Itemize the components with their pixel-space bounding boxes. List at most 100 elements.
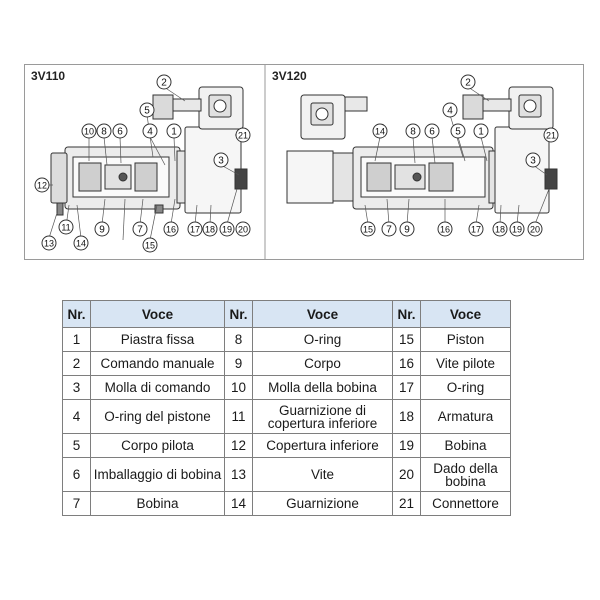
callout-21: 21 (235, 127, 251, 143)
callout-label: 4 (447, 106, 453, 117)
cell-item: Corpo pilota (90, 433, 225, 458)
cell-number: 20 (392, 457, 421, 492)
cell-number: 3 (62, 375, 91, 400)
callout-6: 6 (424, 123, 440, 139)
cell-number: 12 (224, 433, 253, 458)
callout-label: 14 (375, 127, 385, 137)
panel-title-3v120: 3V120 (272, 69, 307, 83)
cell-number: 9 (224, 351, 253, 376)
cell-number: 2 (62, 351, 91, 376)
cell-item: Comando manuale (90, 351, 225, 376)
callout-label: 20 (530, 225, 540, 235)
callout-9: 9 (399, 221, 415, 237)
callout-label: 10 (84, 127, 94, 137)
callout-label: 2 (161, 78, 167, 89)
callout-label: 7 (137, 225, 143, 236)
cell-item: Molla di comando (90, 375, 225, 400)
callout-label: 21 (238, 131, 248, 141)
cell-item: O-ring del pistone (90, 399, 225, 434)
cell-item: Imballaggio di bobina (90, 457, 225, 492)
callout-5: 5 (139, 102, 155, 118)
callout-label: 3 (530, 156, 536, 167)
cell-number: 7 (62, 491, 91, 516)
callout-label: 9 (99, 225, 105, 236)
cell-item: Connettore (420, 491, 511, 516)
callout-2: 2 (156, 74, 172, 90)
header-nr: Nr. (392, 300, 421, 328)
cell-number: 15 (392, 327, 421, 352)
callout-label: 20 (238, 225, 248, 235)
callout-21: 21 (543, 127, 559, 143)
valve-3v110-leaders (42, 86, 243, 241)
cell-number: 4 (62, 399, 91, 434)
cell-item: Vite (252, 457, 393, 492)
callout-label: 3 (218, 156, 224, 167)
cell-number: 13 (224, 457, 253, 492)
callout-label: 7 (386, 225, 392, 236)
callout-label: 6 (117, 127, 123, 138)
cell-item: Bobina (420, 433, 511, 458)
cell-number: 5 (62, 433, 91, 458)
cell-item: O-ring (252, 327, 393, 352)
callout-label: 17 (471, 225, 481, 235)
cell-number: 10 (224, 375, 253, 400)
callout-14: 14 (372, 123, 388, 139)
callout-label: 17 (190, 225, 200, 235)
cell-item: Molla della bobina (252, 375, 393, 400)
callout-label: 8 (410, 127, 416, 138)
valve-3v120-drawing (286, 86, 558, 214)
cell-item: Guarnizione (252, 491, 393, 516)
callout-12: 12 (34, 177, 50, 193)
callout-5: 5 (450, 123, 466, 139)
callout-label: 5 (455, 127, 461, 138)
cell-item: O-ring (420, 375, 511, 400)
panel-title-3v110: 3V110 (31, 69, 66, 83)
callout-11: 11 (58, 219, 74, 235)
callout-label: 4 (147, 127, 153, 138)
cell-item: Bobina (90, 491, 225, 516)
callout-label: 6 (429, 127, 435, 138)
callout-1: 1 (473, 123, 489, 139)
callout-15: 15 (142, 237, 158, 253)
callout-label: 12 (37, 181, 47, 191)
callout-3: 3 (213, 152, 229, 168)
cell-number: 16 (392, 351, 421, 376)
callout-2: 2 (460, 74, 476, 90)
callout-19: 19 (219, 221, 235, 237)
callout-6: 6 (112, 123, 128, 139)
cell-number: 1 (62, 327, 91, 352)
cell-number: 6 (62, 457, 91, 492)
callout-label: 14 (76, 239, 86, 249)
callout-8: 8 (405, 123, 421, 139)
callout-label: 19 (222, 225, 232, 235)
callout-label: 1 (171, 127, 177, 138)
callout-19: 19 (509, 221, 525, 237)
callout-15: 15 (360, 221, 376, 237)
callout-16: 16 (437, 221, 453, 237)
valve-3v120-leaders (364, 86, 551, 225)
valve-3v110-drawing (50, 86, 248, 216)
callout-label: 2 (465, 78, 471, 89)
callout-label: 18 (495, 225, 505, 235)
cell-item: Dado della bobina (420, 457, 511, 492)
cell-item: Corpo (252, 351, 393, 376)
callout-3: 3 (525, 152, 541, 168)
callout-label: 13 (44, 239, 54, 249)
header-voce: Voce (252, 300, 393, 328)
cell-item: Piastra fissa (90, 327, 225, 352)
callout-label: 16 (166, 225, 176, 235)
callout-16: 16 (163, 221, 179, 237)
callout-20: 20 (527, 221, 543, 237)
callout-18: 18 (202, 221, 218, 237)
callout-label: 11 (61, 223, 70, 233)
callout-label: 5 (144, 106, 150, 117)
callout-label: 21 (546, 131, 556, 141)
callout-label: 15 (363, 225, 373, 235)
callout-label: 19 (512, 225, 522, 235)
cell-number: 14 (224, 491, 253, 516)
cell-number: 17 (392, 375, 421, 400)
